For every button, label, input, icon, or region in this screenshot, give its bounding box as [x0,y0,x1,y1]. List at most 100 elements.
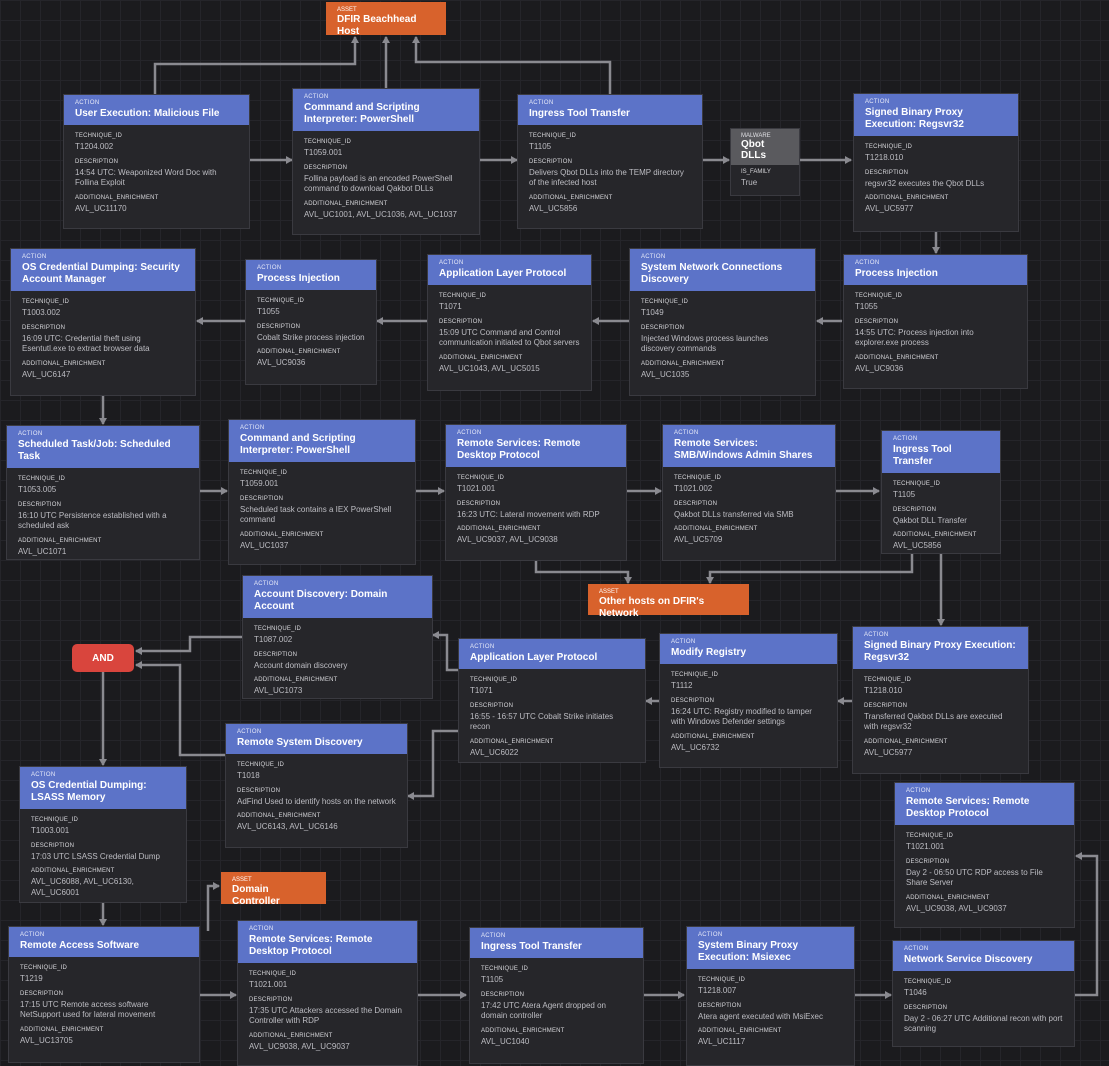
description-label: DESCRIPTION [254,651,298,658]
technique-id-label: TECHNIQUE_ID [529,133,577,139]
technique-id-label: TECHNIQUE_ID [254,626,302,632]
asset-dfir-beachhead-host[interactable]: ASSET DFIR Beachhead Host [326,2,446,37]
malware-header: MALWARE Qbot DLLs [731,129,799,165]
description-label: DESCRIPTION [865,169,909,176]
technique-id-value: T1087.002 [254,635,293,644]
asset-domain-controller[interactable]: ASSET Domain Controller [221,872,326,907]
edge [706,554,914,584]
enrichment-label: ADDITIONAL_ENRICHMENT [674,526,758,532]
action-type-label: ACTION [671,639,696,645]
technique-id-label: TECHNIQUE_ID [698,977,746,983]
malware-title: Qbot DLLs [741,139,766,161]
action-title: Ingress Tool Transfer [893,444,952,467]
technique-id-label: TECHNIQUE_ID [641,299,689,305]
action-type-label: ACTION [257,265,282,271]
description-value: Injected Windows process launches discov… [641,333,769,354]
description-value: Atera agent executed with MsiExec [698,1011,823,1021]
malware-qbot-dlls[interactable]: MALWARE Qbot DLLs IS_FAMILY True [730,128,800,196]
description-value: 17:35 UTC Attackers accessed the Domain … [249,1005,402,1026]
edge [153,36,359,94]
description-label: DESCRIPTION [529,158,573,165]
description-label: DESCRIPTION [906,858,950,865]
action-type-label: ACTION [457,430,482,436]
action-title: Ingress Tool Transfer [529,108,630,119]
enrichment-value: AVL_UC9038, AVL_UC9037 [906,903,1007,913]
action-type-label: ACTION [864,632,889,638]
technique-id-value: T1021.002 [674,484,713,493]
technique-id-label: TECHNIQUE_ID [439,293,487,299]
description-label: DESCRIPTION [904,1004,948,1011]
description-value: AdFind Used to identify hosts on the net… [237,796,396,806]
action-type-label: ACTION [904,946,929,952]
description-label: DESCRIPTION [481,991,525,998]
technique-id-label: TECHNIQUE_ID [481,966,529,972]
description-label: DESCRIPTION [31,842,75,849]
description-label: DESCRIPTION [257,323,301,330]
technique-id-value: T1018 [237,771,260,780]
enrichment-label: ADDITIONAL_ENRICHMENT [20,1026,104,1033]
action-header: ACTION Signed Binary Proxy Execution: Reg… [853,627,1028,669]
action-type-label: ACTION [22,254,47,260]
action-node-regsvr32-transferred[interactable]: ACTION Signed Binary Proxy Execution: Reg… [852,626,1029,774]
action-title: Remote Access Software [20,940,140,951]
asset-other-hosts[interactable]: ASSET Other hosts on DFIR's Network [588,584,749,619]
malware-type-label: MALWARE [741,133,771,139]
technique-id-value: T1218.010 [864,686,903,695]
technique-id-label: TECHNIQUE_ID [304,139,352,145]
enrichment-value: AVL_UC9036 [257,358,306,367]
enrichment-value: AVL_UC1073 [254,686,303,695]
action-type-label: ACTION [249,926,274,932]
description-label: DESCRIPTION [439,318,483,325]
description-value: Day 2 - 06:27 UTC Additional recon with … [904,1013,1063,1034]
description-value: Qakbot DLL Transfer [893,515,967,525]
description-value: 14:54 UTC: Weaponized Word Doc with Foll… [75,167,217,188]
description-label: DESCRIPTION [240,495,284,502]
action-type-label: ACTION [304,94,329,100]
enrichment-label: ADDITIONAL_ENRICHMENT [75,194,159,201]
and-operator[interactable]: AND [72,644,134,672]
technique-id-value: T1204.002 [75,142,114,151]
description-value: 15:09 UTC Command and Control communicat… [439,327,580,348]
technique-id-value: T1059.001 [240,479,279,488]
action-title: Signed Binary Proxy Execution: Regsvr32 [864,640,1016,663]
technique-id-label: TECHNIQUE_ID [906,833,954,839]
action-title: Application Layer Protocol [470,652,598,663]
description-label: DESCRIPTION [304,164,348,171]
